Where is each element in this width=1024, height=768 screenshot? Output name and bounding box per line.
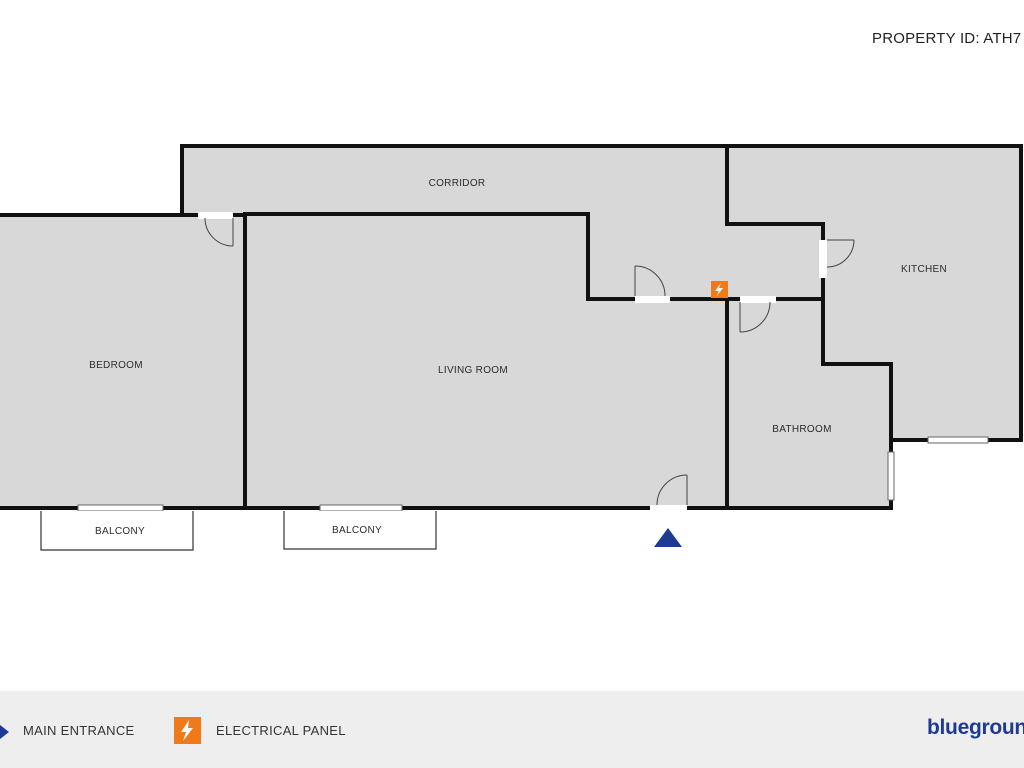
room-bathroom bbox=[727, 299, 891, 508]
room-kitchen bbox=[727, 146, 1021, 440]
room-living bbox=[245, 214, 727, 508]
corridor-label: CORRIDOR bbox=[429, 178, 486, 189]
electrical-panel-legend-icon bbox=[174, 717, 201, 744]
bedroom-label: BEDROOM bbox=[89, 360, 143, 371]
door-gaps bbox=[198, 212, 827, 512]
walls bbox=[0, 144, 1023, 510]
room-corridor bbox=[182, 146, 823, 299]
room-bedroom bbox=[0, 215, 245, 508]
balcony-label: BALCONY bbox=[332, 525, 382, 536]
bathroom-label: BATHROOM bbox=[772, 424, 831, 435]
property-id: PROPERTY ID: ATH7 bbox=[872, 30, 1022, 47]
electrical-panel-icon bbox=[711, 281, 728, 298]
brand-logo: bluegroun bbox=[927, 716, 1024, 739]
floor-plan: CORRIDOR BEDROOM LIVING ROOM KITCHEN BAT… bbox=[0, 144, 1023, 551]
legend-bar: MAIN ENTRANCE ELECTRICAL PANEL bluegroun bbox=[0, 691, 1024, 768]
main-entrance-legend-icon bbox=[0, 725, 9, 739]
legend-electrical-panel: ELECTRICAL PANEL bbox=[216, 723, 346, 738]
balcony-label: BALCONY bbox=[95, 526, 145, 537]
living-room-label: LIVING ROOM bbox=[438, 365, 508, 376]
kitchen-label: KITCHEN bbox=[901, 264, 947, 275]
balconies bbox=[40, 511, 437, 551]
main-entrance-icon bbox=[654, 528, 682, 547]
door-swings bbox=[204, 217, 855, 506]
legend-main-entrance: MAIN ENTRANCE bbox=[23, 723, 135, 738]
